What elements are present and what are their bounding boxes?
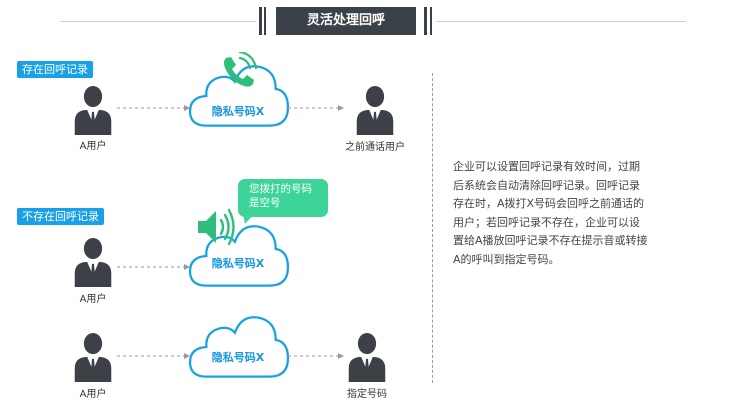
description-text: 企业可以设置回呼记录有效时间，过期后系统会自动清除回呼记录。回呼记录存在时，A拨… [453, 160, 648, 266]
tag-exist: 存在回呼记录 [17, 61, 93, 78]
cloud-label: 隐私号码X [211, 351, 265, 364]
dashed-arrow [288, 353, 344, 359]
callee-label: 之前通话用户 [345, 142, 405, 153]
callee-label: 指定号码 [347, 389, 387, 400]
speaker-icon [198, 208, 235, 246]
dashed-arrow [117, 353, 190, 359]
bubble-tail [243, 213, 255, 224]
caller-label: A用户 [79, 141, 107, 152]
header-accent-left-2 [264, 7, 266, 35]
dashed-arrow [117, 264, 190, 270]
header-rule-left [60, 21, 256, 22]
caller-label: A用户 [79, 294, 107, 305]
person-icon [354, 85, 396, 135]
bubble-line-1: 您拨打的号码 [249, 183, 312, 195]
phone-icon [224, 52, 258, 87]
header-accent-left [259, 7, 262, 35]
header-rule-right [436, 21, 686, 22]
cloud-label: 隐私号码X [211, 257, 265, 270]
caller-label: A用户 [79, 389, 107, 400]
tag-not-exist: 不存在回呼记录 [17, 208, 104, 225]
cloud-icon [188, 309, 290, 383]
dashed-arrow [288, 105, 344, 111]
prompt-bubble: 您拨打的号码 是空号 [238, 179, 328, 217]
person-icon [72, 332, 114, 382]
bubble-line-2: 是空号 [249, 197, 281, 209]
header-accent-right-2 [430, 7, 432, 35]
person-icon [72, 237, 114, 287]
header-accent-right [424, 7, 427, 35]
dashed-arrow [117, 105, 190, 111]
vertical-divider [432, 73, 433, 383]
person-icon [72, 85, 114, 135]
section-title: 灵活处理回呼 [276, 7, 416, 35]
cloud-label: 隐私号码X [211, 105, 265, 118]
person-icon [346, 332, 388, 382]
